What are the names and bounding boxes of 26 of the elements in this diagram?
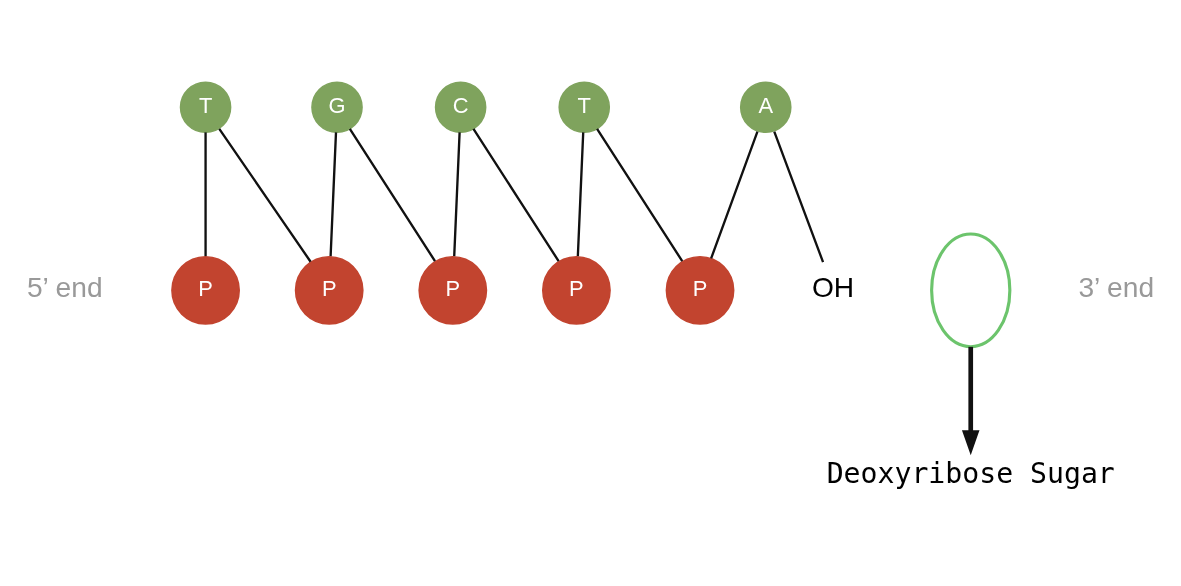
node-text: Deoxyribose Sugar: [826, 456, 1115, 490]
connector: [596, 127, 684, 262]
connector: [204, 131, 207, 256]
connector: [576, 131, 585, 256]
node-circle: T: [558, 81, 611, 133]
connector: [472, 127, 560, 262]
connector: [773, 130, 825, 262]
label: 3’ end: [1078, 271, 1155, 303]
node-circle: P: [542, 255, 611, 325]
node-circle: P: [294, 255, 364, 325]
connector: [348, 127, 436, 262]
connector: [453, 131, 461, 256]
node-circle: C: [434, 81, 487, 133]
node-circle: P: [418, 255, 488, 325]
connector: [218, 127, 312, 262]
node-circle: A: [739, 81, 792, 133]
node-circle: P: [665, 255, 735, 325]
arrow: [961, 346, 980, 455]
node-circle: T: [179, 81, 232, 133]
node-circle: P: [171, 255, 240, 325]
node-circle: [930, 231, 1012, 348]
node-circle: G: [311, 81, 363, 133]
connector: [710, 130, 759, 259]
connector: [329, 131, 338, 256]
label: 5’ end: [26, 271, 103, 303]
node-text: OH: [811, 271, 855, 303]
